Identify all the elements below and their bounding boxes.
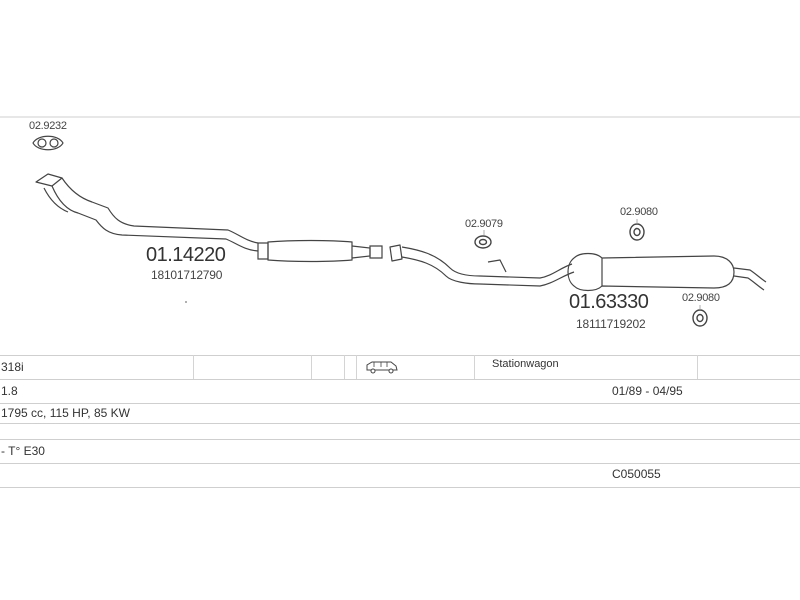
- center-mount-part-number: 02.9079: [465, 218, 503, 230]
- vehicle-body-type: Stationwagon: [492, 358, 559, 370]
- gasket-part-number: 02.9232: [29, 120, 67, 132]
- table-line: [0, 487, 800, 488]
- front-pipe-part-number: 01.14220: [146, 244, 226, 266]
- rear-silencer-part-number: 01.63330: [569, 291, 649, 313]
- diagram-dot: [185, 301, 187, 303]
- table-divider: [344, 355, 345, 379]
- front-pipe-oem-number: 18101712790: [151, 268, 223, 282]
- station-wagon-icon: [366, 361, 398, 374]
- table-divider: [356, 355, 357, 379]
- lower-mount-part-number: 02.9080: [682, 292, 720, 304]
- table-line: [0, 403, 800, 404]
- vehicle-chassis: - T° E30: [1, 444, 45, 458]
- rubber-mount-center-shape: [474, 235, 492, 249]
- table-line: [0, 355, 800, 356]
- center-silencer-shape: [257, 239, 383, 263]
- table-divider: [193, 355, 194, 379]
- table-divider: [697, 355, 698, 379]
- vehicle-specs: 1795 cc, 115 HP, 85 KW: [1, 406, 130, 420]
- upper-mount-part-number: 02.9080: [620, 206, 658, 218]
- table-line: [0, 463, 800, 464]
- table-line: [0, 439, 800, 440]
- vehicle-production-years: 01/89 - 04/95: [612, 384, 683, 398]
- flange-gasket-shape: [32, 135, 64, 151]
- table-line: [0, 379, 800, 380]
- catalog-code: C050055: [612, 467, 661, 481]
- rubber-mount-lower-shape: [692, 309, 708, 327]
- table-divider: [474, 355, 475, 379]
- vehicle-engine: 1.8: [1, 384, 18, 398]
- table-line: [0, 423, 800, 424]
- rubber-mount-upper-shape: [629, 223, 645, 241]
- vehicle-model: 318i: [1, 360, 24, 374]
- rear-silencer-oem-number: 18111719202: [576, 317, 646, 331]
- table-divider: [311, 355, 312, 379]
- rear-pipe-shape: [389, 244, 575, 287]
- front-pipe-shape: [35, 173, 259, 252]
- label-leaders: [483, 219, 701, 310]
- rear-silencer-shape: [567, 252, 767, 292]
